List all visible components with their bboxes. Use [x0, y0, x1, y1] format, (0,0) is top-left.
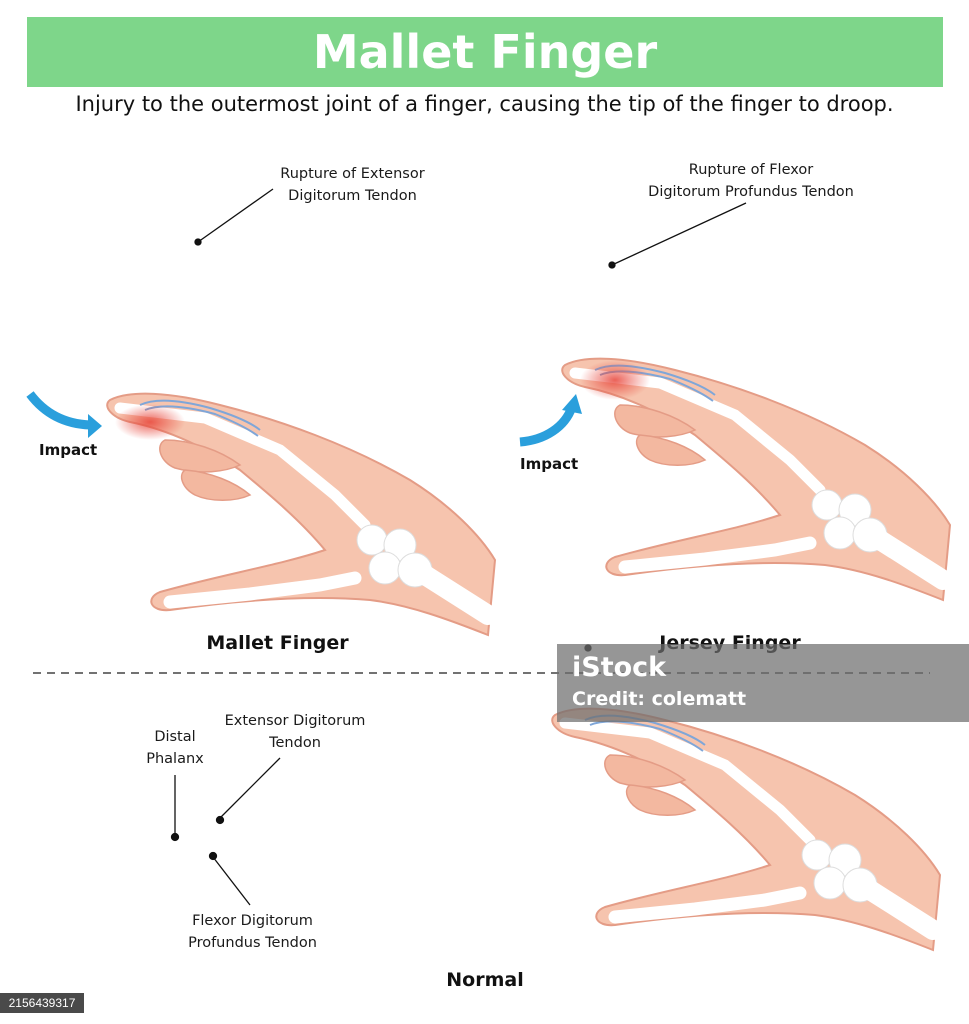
stock-id-badge: 2156439317: [0, 993, 84, 1013]
watermark-logo: iStock: [572, 652, 667, 683]
watermark-credit: Credit: colematt: [572, 688, 747, 710]
mallet-impact-label: Impact: [39, 441, 98, 459]
distal-phalanx-label: Distal Phalanx: [146, 729, 204, 767]
normal-finger-hand: [552, 709, 940, 950]
page-subtitle: Injury to the outermost joint of a finge…: [75, 92, 894, 116]
mallet-annotation: Rupture of Extensor Digitorum Tendon: [280, 166, 425, 204]
mallet-impact-arrow: [26, 391, 102, 438]
mallet-caption: Mallet Finger: [206, 632, 349, 654]
page-title: Mallet Finger: [312, 25, 658, 79]
jersey-impact-label: Impact: [520, 455, 579, 473]
jersey-annotation: Rupture of Flexor Digitorum Profundus Te…: [648, 162, 854, 200]
leader-lines: [170, 188, 747, 906]
jersey-finger-hand: [562, 359, 950, 600]
mallet-finger-hand: [107, 394, 495, 635]
watermark-box: [557, 644, 969, 722]
normal-caption: Normal: [446, 969, 524, 991]
flexor-tendon-label: Flexor Digitorum Profundus Tendon: [188, 913, 317, 951]
title-banner: [27, 17, 943, 87]
extensor-tendon-label: Extensor Digitorum Tendon: [224, 713, 366, 751]
jersey-impact-arrow: [519, 394, 582, 447]
